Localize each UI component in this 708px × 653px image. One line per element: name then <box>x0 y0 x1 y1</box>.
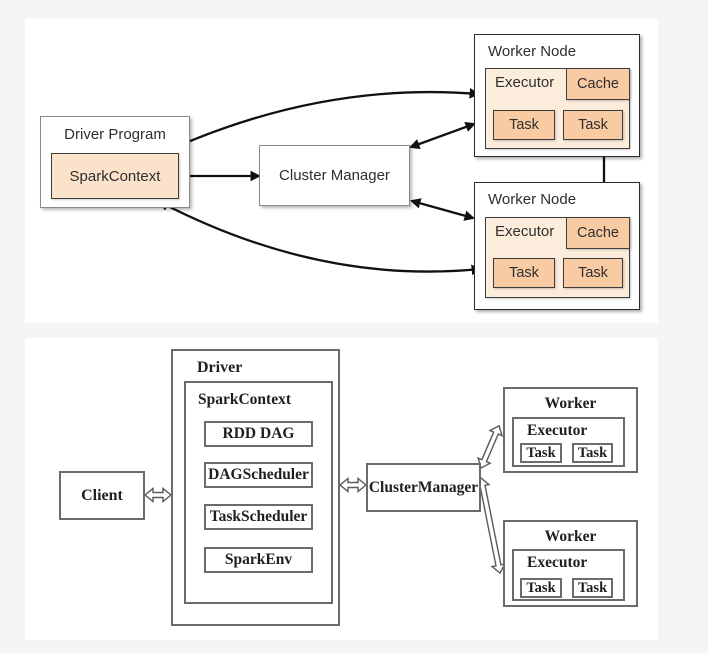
spark-env-label: SparkEnv <box>224 551 293 568</box>
worker-2-task-1-scan-box: Task <box>520 578 562 598</box>
worker-node-2-executor-label: Executor <box>495 223 555 240</box>
worker-node-2-task-1-label: Task <box>509 265 539 281</box>
worker-node-2-label: Worker Node <box>488 191 577 208</box>
worker-2-task-2-scan-box: Task <box>572 578 613 598</box>
driver-label: Driver <box>197 359 243 376</box>
arrow-clustermanager-workernode1 <box>409 121 476 150</box>
worker-node-2-cache-label: Cache <box>577 225 619 241</box>
task-scheduler-box: TaskScheduler <box>204 504 313 530</box>
worker-2-executor-scan-label: Executor <box>527 554 588 571</box>
spark-env-box: SparkEnv <box>204 547 313 573</box>
rdd-dag-label: RDD DAG <box>222 425 295 442</box>
worker-node-2-task-2-label: Task <box>578 265 608 281</box>
spark-context-label: SparkContext <box>69 167 161 185</box>
worker-1-task-1-scan-box: Task <box>520 443 562 463</box>
worker-1-task-2-scan-box: Task <box>572 443 613 463</box>
task-scheduler-label: TaskScheduler <box>209 508 308 525</box>
dag-scheduler-label: DAGScheduler <box>208 466 309 483</box>
cluster-manager-box: Cluster Manager <box>259 145 410 206</box>
spark-context-box: SparkContext <box>51 153 179 199</box>
client-label: Client <box>81 486 123 504</box>
worker-node-1-cache-box: Cache <box>566 68 630 100</box>
hollow-arrow-client-driver <box>143 487 173 503</box>
bottom-diagram-panel: Client Driver SparkContext RDD DAG DAGSc… <box>25 338 658 640</box>
worker-1-task-1-scan-label: Task <box>526 444 556 461</box>
worker-node-1-task-1-label: Task <box>509 117 539 133</box>
cluster-manager-scan-box: ClusterManager <box>366 463 481 512</box>
worker-node-2-cache-box: Cache <box>566 217 630 249</box>
worker-2-scan-label: Worker <box>544 528 597 545</box>
dag-scheduler-box: DAGScheduler <box>204 462 313 488</box>
hollow-arrow-driver-clustermanager <box>338 477 368 493</box>
cluster-manager-scan-label: ClusterManager <box>368 478 479 496</box>
worker-node-1-executor-label: Executor <box>495 74 555 91</box>
worker-node-1-task-1-box: Task <box>493 110 555 140</box>
spark-context-scan-label: SparkContext <box>198 391 292 408</box>
worker-2-task-2-scan-label: Task <box>577 579 608 596</box>
worker-1-task-2-scan-label: Task <box>577 444 608 461</box>
worker-1-executor-scan-label: Executor <box>527 422 588 439</box>
worker-node-2-task-1-box: Task <box>493 258 555 288</box>
client-box: Client <box>59 471 145 520</box>
top-diagram-panel: Driver Program SparkContext Cluster Mana… <box>25 19 658 323</box>
worker-node-1-label: Worker Node <box>488 43 577 60</box>
rdd-dag-box: RDD DAG <box>204 421 313 447</box>
worker-node-2-task-2-box: Task <box>563 258 623 288</box>
worker-2-task-1-scan-label: Task <box>526 579 556 596</box>
worker-node-1-task-2-box: Task <box>563 110 623 140</box>
worker-1-scan-label: Worker <box>544 395 597 412</box>
arrow-sparkcontext-workernode2-arc <box>158 200 483 276</box>
cluster-manager-label: Cluster Manager <box>279 167 390 184</box>
driver-program-label: Driver Program <box>64 126 166 143</box>
worker-node-1-task-2-label: Task <box>578 117 608 133</box>
worker-node-1-cache-label: Cache <box>577 76 619 92</box>
arrow-clustermanager-workernode2 <box>409 198 476 221</box>
